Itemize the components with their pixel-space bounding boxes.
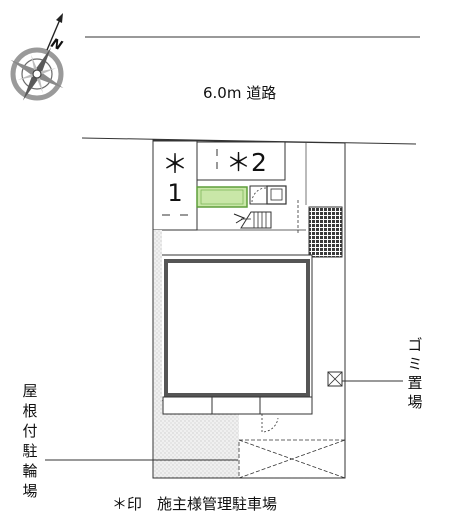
garbage-label: ゴ ミ 置 場 xyxy=(407,336,422,411)
legend-text: ＊印 施主様管理駐車場 xyxy=(112,495,277,513)
garbage-box-cross xyxy=(327,371,343,387)
bicycle-label-char: 駐 xyxy=(22,442,37,460)
parking-spot-1-mark: ＊ xyxy=(162,150,188,180)
planter xyxy=(196,186,248,208)
balcony xyxy=(162,396,313,415)
mailbox-inner xyxy=(270,188,283,201)
garbage-label-char: ミ xyxy=(407,355,422,373)
compass-icon xyxy=(10,13,64,101)
garbage-label-char: ゴ xyxy=(407,336,422,354)
bicycle-label-char: 付 xyxy=(22,422,37,440)
stairs xyxy=(233,211,272,229)
garbage-label-char: 場 xyxy=(407,393,422,411)
bicycle-label-char: 屋 xyxy=(22,382,37,400)
bicycle-label-char: 場 xyxy=(22,482,37,500)
road-label: 6.0m 道路 xyxy=(203,84,276,102)
mailbox xyxy=(266,185,287,205)
garbage-label-char: 置 xyxy=(407,374,422,392)
bicycle-label-char: 輪 xyxy=(22,462,37,480)
bicycle-strip-side xyxy=(153,230,162,478)
rear-area-cross xyxy=(238,439,346,479)
equipment-area xyxy=(308,206,343,258)
building-wall xyxy=(164,259,310,397)
bicycle-label: 屋 根 付 駐 輪 場 xyxy=(22,382,37,500)
door-swing xyxy=(251,187,267,203)
parking-spot-1-number: 1 xyxy=(167,179,182,207)
parking-spot-2-label: ＊2 xyxy=(226,148,267,177)
parking-spot-2 xyxy=(196,141,286,181)
bicycle-label-char: 根 xyxy=(22,402,37,420)
planter-inner xyxy=(200,189,244,205)
entry-door xyxy=(249,185,269,205)
